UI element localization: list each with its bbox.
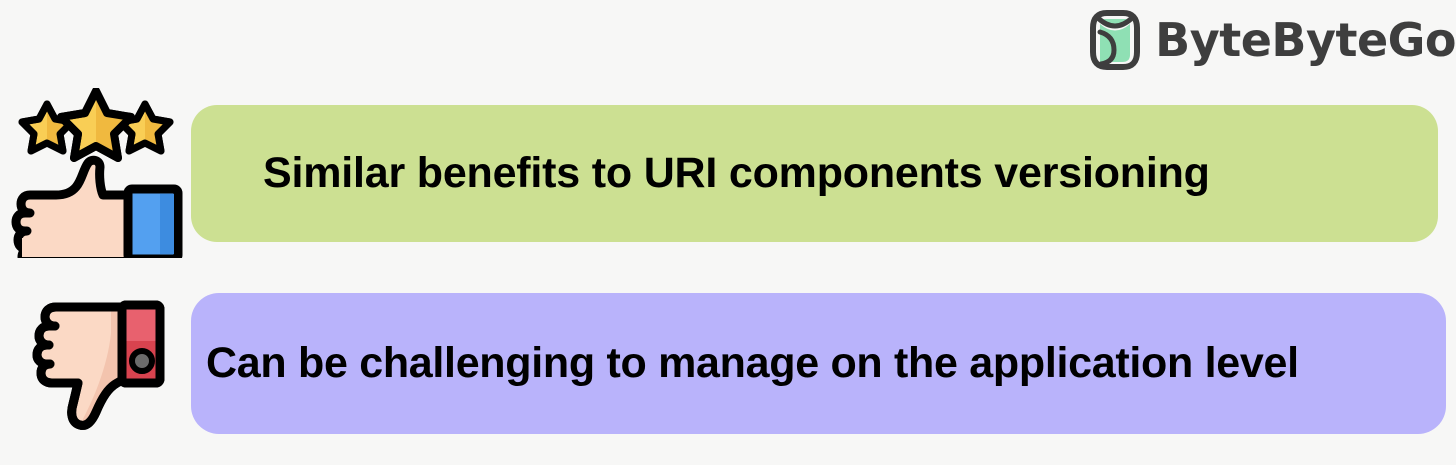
pro-icon-slot <box>0 88 191 258</box>
thumbs-up-with-three-stars-icon <box>8 88 183 258</box>
brand-logo: ByteByteGo <box>1089 10 1456 70</box>
con-row: Can be challenging to manage on the appl… <box>0 288 1446 438</box>
pro-text: Similar benefits to URI components versi… <box>263 148 1210 197</box>
thumbs-down-icon <box>16 293 176 433</box>
brand-name: ByteByteGo <box>1155 13 1456 67</box>
pro-row: Similar benefits to URI components versi… <box>0 88 1438 258</box>
bytebytego-book-logo-icon <box>1089 10 1141 70</box>
pro-pill: Similar benefits to URI components versi… <box>191 104 1438 242</box>
con-icon-slot <box>0 288 191 438</box>
con-text: Can be challenging to manage on the appl… <box>206 338 1299 387</box>
con-pill: Can be challenging to manage on the appl… <box>191 292 1446 434</box>
